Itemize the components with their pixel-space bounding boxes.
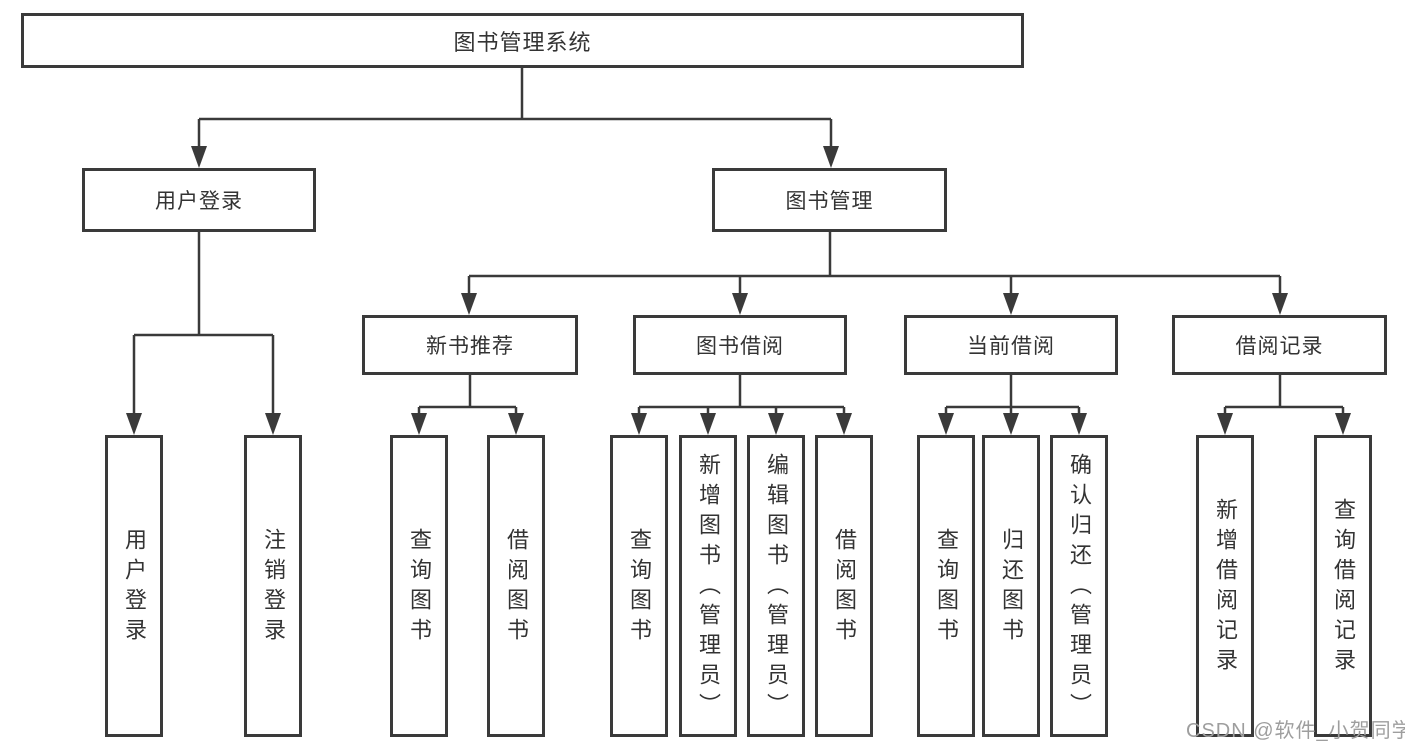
node-book-borrow: 图书借阅	[633, 315, 847, 375]
node-user-login: 用户登录	[82, 168, 316, 232]
leaf-query-book-current: 查询图书	[917, 435, 975, 737]
leaf-user-login: 用户登录	[105, 435, 163, 737]
arrow-leaf-borrow-newrec	[508, 413, 524, 435]
connector-newbook-branch	[417, 375, 518, 426]
connector-userlogin-branch	[132, 232, 275, 426]
arrow-user-login	[191, 146, 207, 168]
leaf-query-book-newrec: 查询图书	[390, 435, 448, 737]
arrow-new-book-recommend	[461, 293, 477, 315]
watermark-text: CSDN @软件_小贺同学	[1186, 720, 1405, 742]
arrow-leaf-confirm-return	[1071, 413, 1087, 435]
connector-bookborrow-branch	[637, 375, 846, 426]
arrow-leaf-logout	[265, 413, 281, 435]
leaf-confirm-return-admin: 确认归还（管理员）	[1050, 435, 1108, 737]
arrowheads	[126, 146, 1351, 435]
leaf-logout-login: 注销登录	[244, 435, 302, 737]
arrow-leaf-borrow-book	[836, 413, 852, 435]
node-root: 图书管理系统	[21, 13, 1024, 68]
leaf-add-borrow-record: 新增借阅记录	[1196, 435, 1254, 737]
arrow-leaf-query-current	[938, 413, 954, 435]
leaf-return-book: 归还图书	[982, 435, 1040, 737]
leaf-borrow-book-borrow: 借阅图书	[815, 435, 873, 737]
node-current-borrow: 当前借阅	[904, 315, 1118, 375]
arrow-leaf-query-newrec	[411, 413, 427, 435]
node-new-book-recommend: 新书推荐	[362, 315, 578, 375]
connector-records-branch	[1223, 375, 1345, 426]
connector-bookmgmt-branch	[467, 232, 1282, 306]
arrow-leaf-query-record	[1335, 413, 1351, 435]
leaf-add-book-admin: 新增图书（管理员）	[679, 435, 737, 737]
arrow-leaf-return-book	[1003, 413, 1019, 435]
node-borrow-records: 借阅记录	[1172, 315, 1387, 375]
arrow-book-management	[823, 146, 839, 168]
arrow-current-borrow	[1003, 293, 1019, 315]
arrow-borrow-records	[1272, 293, 1288, 315]
arrow-leaf-add-book	[700, 413, 716, 435]
arrow-leaf-edit-book	[768, 413, 784, 435]
arrow-leaf-query-borrow	[631, 413, 647, 435]
arrow-leaf-user-login	[126, 413, 142, 435]
connector-root-branch	[197, 68, 833, 160]
leaf-query-borrow-record: 查询借阅记录	[1314, 435, 1372, 737]
arrow-leaf-add-record	[1217, 413, 1233, 435]
node-book-management: 图书管理	[712, 168, 947, 232]
arrow-book-borrow	[732, 293, 748, 315]
leaf-borrow-book-newrec: 借阅图书	[487, 435, 545, 737]
leaf-edit-book-admin: 编辑图书（管理员）	[747, 435, 805, 737]
leaf-query-book-borrow: 查询图书	[610, 435, 668, 737]
